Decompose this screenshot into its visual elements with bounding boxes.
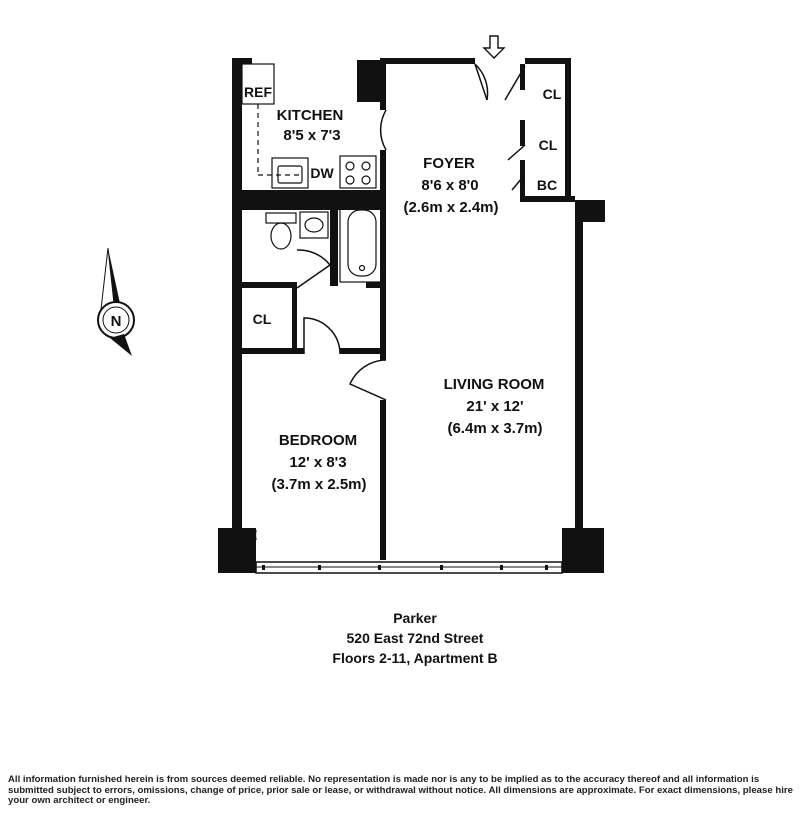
entry-arrow-icon <box>482 35 506 59</box>
fixture-ref-label: REF <box>244 84 272 100</box>
foyer-name: FOYER <box>423 155 475 172</box>
door-swings <box>254 63 526 541</box>
street-address: 520 East 72nd Street <box>346 630 484 646</box>
bedroom-metric: (3.7m x 2.5m) <box>271 476 366 493</box>
fixture-dw-label: DW <box>310 165 334 181</box>
kitchen-fixtures <box>241 63 377 189</box>
living-room-metric: (6.4m x 3.7m) <box>447 420 542 437</box>
interior-walls <box>242 60 525 560</box>
bedroom-name: BEDROOM <box>279 432 357 449</box>
foyer-size: 8'6 x 8'0 <box>421 177 478 194</box>
building-name: Parker <box>393 610 437 626</box>
bc-label: BC <box>537 177 557 193</box>
kitchen-size: 8'5 x 7'3 <box>283 127 340 144</box>
unit-info: Floors 2-11, Apartment B <box>332 650 498 666</box>
window-wall <box>255 561 563 574</box>
columns <box>218 60 604 573</box>
exterior-walls <box>232 58 605 560</box>
bathroom-fixtures <box>265 203 383 283</box>
living-room-size: 21' x 12' <box>466 398 523 415</box>
disclaimer-text: All information furnished herein is from… <box>8 774 793 806</box>
compass-north-label: N <box>111 313 122 330</box>
kitchen-name: KITCHEN <box>277 107 344 124</box>
living-room-name: LIVING ROOM <box>444 376 545 393</box>
closet-label-1: CL <box>543 86 562 102</box>
closet-label-3: CL <box>253 311 272 327</box>
compass-icon: N <box>97 247 135 356</box>
bedroom-size: 12' x 8'3 <box>289 454 346 471</box>
foyer-metric: (2.6m x 2.4m) <box>403 199 498 216</box>
closet-label-2: CL <box>539 137 558 153</box>
